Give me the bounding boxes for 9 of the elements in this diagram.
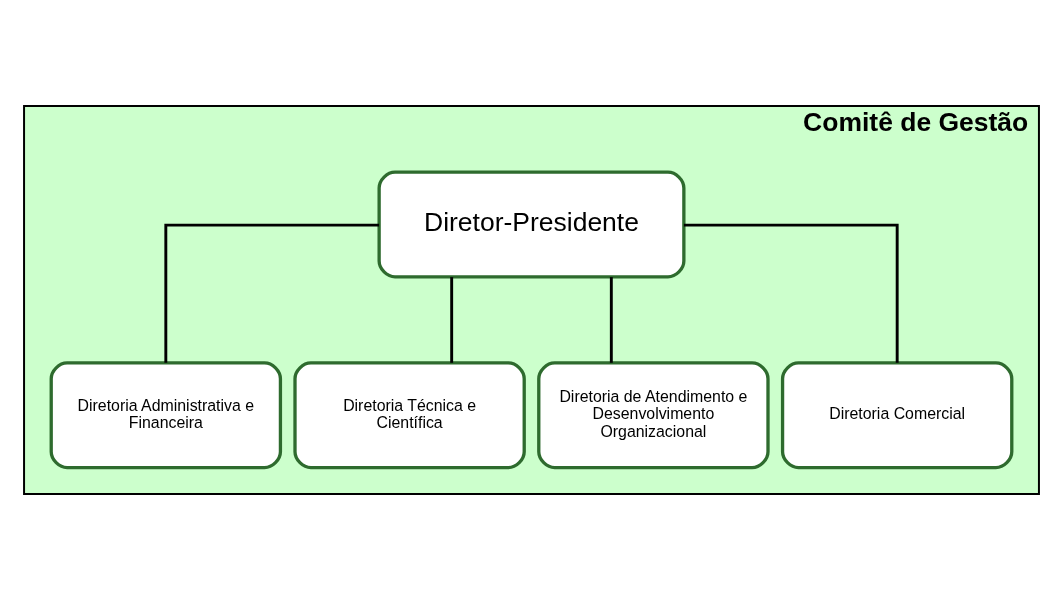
- node-box: Diretoria Técnica e Científica: [293, 360, 526, 469]
- connector: [450, 276, 454, 363]
- node-box: Diretor-Presidente: [377, 170, 686, 278]
- connector: [609, 276, 613, 363]
- node-box: Diretoria Comercial: [780, 360, 1014, 469]
- node-box: Diretoria Administrativa e Financeira: [49, 360, 283, 469]
- connector: [683, 223, 899, 363]
- connector: [164, 223, 380, 363]
- node-box: Diretoria de Atendimento e Desenvolvimento Organizacional: [537, 360, 770, 469]
